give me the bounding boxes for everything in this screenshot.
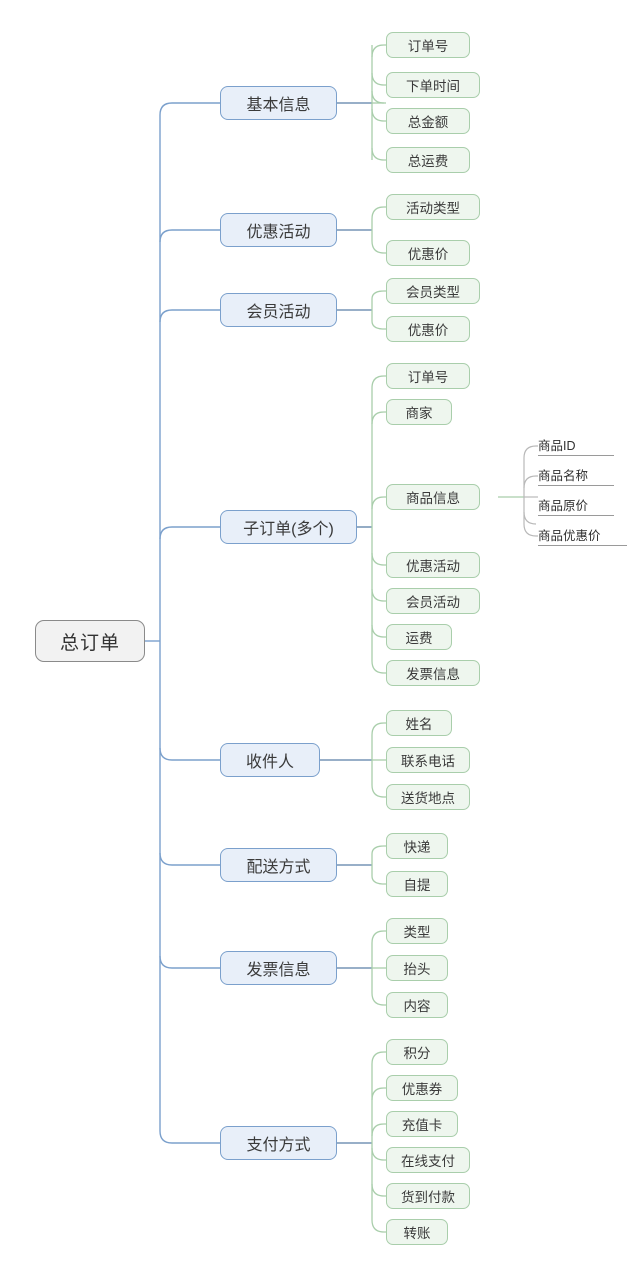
leaf-label: 积分 [403,1046,431,1061]
leaf-node[interactable]: 充值卡 [386,1111,458,1137]
leaf-label: 商品信息 [406,491,460,506]
sub-leaf-label: 商品名称 [538,468,589,483]
sub-leaf-node[interactable]: 商品名称 [538,464,614,486]
sub-leaf-node[interactable]: 商品ID [538,434,614,456]
leaf-node[interactable]: 抬头 [386,955,448,981]
leaf-label: 商家 [405,406,433,421]
leaf-node[interactable]: 快递 [386,833,448,859]
sub-leaf-label: 商品ID [538,438,576,453]
branch-node-shoujianren[interactable]: 收件人 [220,743,320,777]
sub-leaf-label: 商品优惠价 [538,528,601,543]
leaf-label: 总金额 [407,115,449,130]
leaf-label: 订单号 [407,370,449,385]
leaf-label: 自提 [403,878,431,893]
leaf-label: 姓名 [405,717,433,732]
leaf-node[interactable]: 发票信息 [386,660,480,686]
branch-node-youhuihuodong[interactable]: 优惠活动 [220,213,337,247]
leaf-label: 运费 [405,631,433,646]
sub-leaf-node[interactable]: 商品原价 [538,494,614,516]
branch-label: 发票信息 [246,962,311,979]
leaf-label: 送货地点 [401,791,455,806]
branch-node-zidingdan[interactable]: 子订单(多个) [220,510,357,544]
branch-label: 子订单(多个) [243,521,334,538]
branch-label: 优惠活动 [246,224,311,241]
branch-node-jibenxinxi[interactable]: 基本信息 [220,86,337,120]
leaf-node[interactable]: 联系电话 [386,747,470,773]
sub-leaf-node[interactable]: 商品优惠价 [538,524,627,546]
leaf-node[interactable]: 自提 [386,871,448,897]
leaf-node-shangpinxinxi[interactable]: 商品信息 [386,484,480,510]
leaf-label: 下单时间 [406,79,460,94]
leaf-node[interactable]: 送货地点 [386,784,470,810]
leaf-node[interactable]: 会员活动 [386,588,480,614]
branch-label: 基本信息 [246,97,311,114]
branch-node-huiyuanhuodong[interactable]: 会员活动 [220,293,337,327]
root-label: 总订单 [59,632,120,654]
branch-label: 收件人 [245,754,294,771]
leaf-node[interactable]: 总金额 [386,108,470,134]
leaf-label: 总运费 [407,154,449,169]
leaf-label: 类型 [403,925,431,940]
leaf-node[interactable]: 订单号 [386,32,470,58]
leaf-label: 活动类型 [406,201,460,216]
leaf-node[interactable]: 商家 [386,399,452,425]
leaf-label: 订单号 [407,39,449,54]
branch-label: 配送方式 [246,859,311,876]
leaf-node[interactable]: 优惠价 [386,240,470,266]
leaf-label: 优惠价 [407,247,449,262]
leaf-label: 充值卡 [401,1118,443,1133]
branch-node-peisongfangshi[interactable]: 配送方式 [220,848,337,882]
branch-label: 会员活动 [246,304,311,321]
leaf-node[interactable]: 在线支付 [386,1147,470,1173]
leaf-label: 在线支付 [401,1154,455,1169]
leaf-label: 优惠价 [407,323,449,338]
leaf-node[interactable]: 优惠活动 [386,552,480,578]
leaf-label: 会员类型 [406,285,460,300]
branch-node-fapiaoxinxi[interactable]: 发票信息 [220,951,337,985]
branch-node-zhifufangshi[interactable]: 支付方式 [220,1126,337,1160]
root-node[interactable]: 总订单 [35,620,145,662]
leaf-node[interactable]: 积分 [386,1039,448,1065]
leaf-node[interactable]: 转账 [386,1219,448,1245]
leaf-label: 货到付款 [401,1190,455,1205]
leaf-node[interactable]: 订单号 [386,363,470,389]
leaf-node[interactable]: 类型 [386,918,448,944]
leaf-label: 内容 [403,999,431,1014]
leaf-node[interactable]: 运费 [386,624,452,650]
branch-label: 支付方式 [246,1137,311,1154]
leaf-label: 转账 [403,1226,431,1241]
leaf-node[interactable]: 内容 [386,992,448,1018]
leaf-node[interactable]: 姓名 [386,710,452,736]
leaf-label: 优惠券 [401,1082,443,1097]
leaf-label: 快递 [403,840,431,855]
sub-leaf-label: 商品原价 [538,498,589,513]
leaf-label: 优惠活动 [406,559,460,574]
leaf-label: 联系电话 [401,754,455,769]
leaf-node[interactable]: 货到付款 [386,1183,470,1209]
leaf-node[interactable]: 下单时间 [386,72,480,98]
leaf-node[interactable]: 会员类型 [386,278,480,304]
leaf-node[interactable]: 活动类型 [386,194,480,220]
leaf-label: 会员活动 [406,595,460,610]
leaf-label: 抬头 [403,962,431,977]
leaf-node[interactable]: 总运费 [386,147,470,173]
leaf-node[interactable]: 优惠券 [386,1075,458,1101]
leaf-node[interactable]: 优惠价 [386,316,470,342]
leaf-label: 发票信息 [406,667,460,682]
